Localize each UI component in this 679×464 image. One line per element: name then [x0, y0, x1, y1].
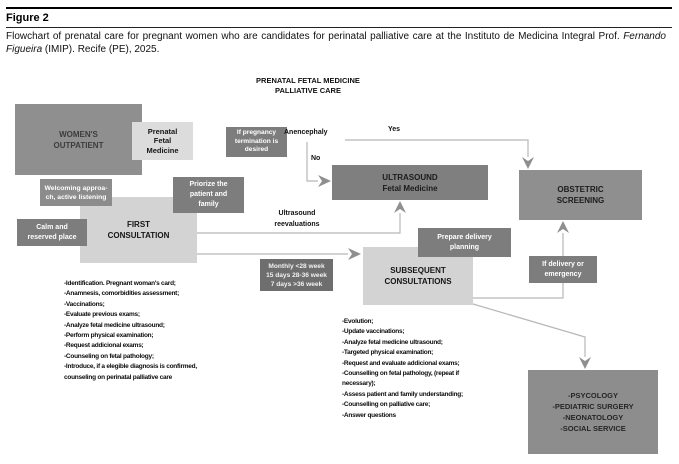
node-support-services: -PSYCOLOGY -PEDIATRIC SURGERY -NEONATOLO… — [528, 370, 658, 454]
arrow-up-icon — [394, 201, 406, 213]
arrow-right-icon — [348, 248, 361, 260]
node-if-pregnancy-termination: If pregnancy termination is desired — [226, 127, 287, 157]
label-no: No — [311, 155, 321, 162]
node-ultrasound-fetal-medicine: ULTRASOUND Fetal Medicine — [332, 165, 488, 200]
node-obstetric-screening: OBSTETRIC SCREENING — [519, 170, 642, 220]
subsequent-consultations-task-list: -Evolution; -Update vaccinations; -Analy… — [342, 318, 463, 419]
node-welcoming-approach: Welcoming approa- ch, active listening — [40, 179, 112, 206]
connector-yes-path — [345, 139, 529, 157]
arrow-down-icon — [522, 157, 534, 169]
node-prepare-delivery-planning: Prepare delivery planning — [418, 228, 511, 257]
label-yes: Yes — [388, 126, 401, 133]
node-visit-frequency: Monthly <28 week 15 days 28-36 week 7 da… — [260, 259, 333, 291]
first-consultation-task-list: -Identification. Pregnant woman's card; … — [64, 280, 197, 381]
figure-caption: Flowchart of prenatal care for pregnant … — [6, 30, 666, 56]
node-prenatal-fetal-medicine: Prenatal Fetal Medicine — [132, 122, 193, 160]
node-priorize-patient-family: Priorize the patient and family — [173, 177, 244, 213]
node-womens-outpatient: WOMEN'S OUTPATIENT — [15, 104, 142, 175]
caption-text: Flowchart of prenatal care for pregnant … — [6, 31, 620, 42]
arrow-right-icon — [318, 175, 331, 187]
diagram-title: PRENATAL FETAL MEDICINE PALLIATIVE CARE — [256, 76, 360, 95]
arrow-up-icon — [557, 221, 569, 233]
node-calm-reserved-place: Calm and reserved place — [17, 219, 87, 246]
header-rule-mid — [6, 27, 672, 28]
caption-end-text: (IMIP). Recife (PE), 2025. — [42, 44, 160, 55]
label-ultrasound-reevaluations: Ultrasound reevaluations — [274, 210, 320, 228]
header-rule-top — [6, 7, 672, 9]
figure-label: Figure 2 — [6, 12, 49, 24]
arrow-down-icon — [579, 357, 591, 369]
label-anencephaly: Anencephaly — [284, 129, 328, 136]
caption-italic-text: Fernando Figueira — [6, 31, 666, 55]
node-if-delivery-emergency: If delivery or emergency — [529, 256, 597, 283]
